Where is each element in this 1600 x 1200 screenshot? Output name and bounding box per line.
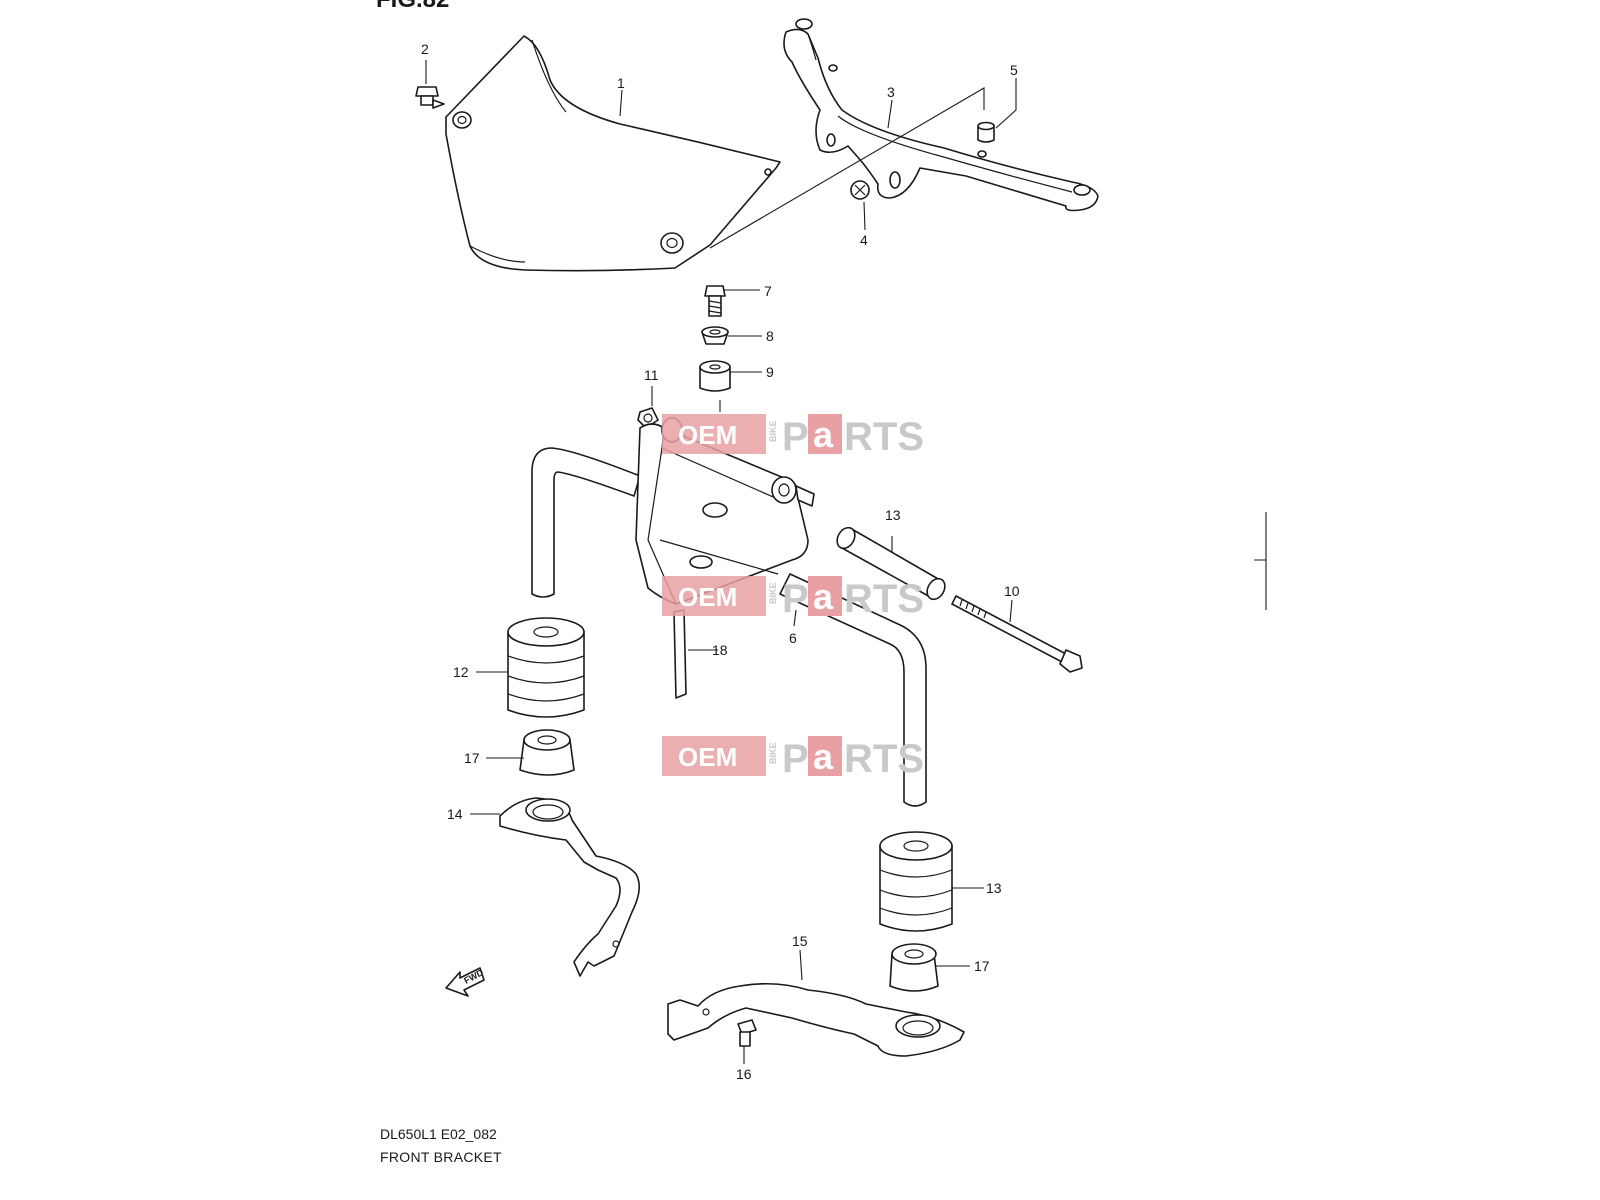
screw-part-4	[850, 180, 870, 200]
leader-lines	[425, 60, 1267, 1064]
callout-9: 9	[766, 364, 774, 380]
collar-part-11	[836, 526, 946, 601]
figure-title: FIG.82	[376, 0, 449, 14]
callout-6: 6	[789, 630, 797, 646]
callout-7: 7	[764, 283, 772, 299]
watermark-oem: OEM	[678, 742, 737, 772]
watermark-p: P	[782, 415, 809, 459]
callout-17-right: 17	[974, 958, 990, 974]
callout-13-left: 12	[453, 664, 469, 680]
watermark-a: a	[813, 414, 834, 455]
callout-1: 1	[617, 75, 625, 91]
lower-bracket-part-14	[499, 797, 640, 977]
callout-5: 5	[1010, 62, 1018, 78]
damper-part-13-right	[879, 831, 953, 932]
watermark-rts: RTS	[844, 577, 924, 621]
callout-12: 11	[644, 367, 659, 383]
callout-16: 16	[736, 1066, 752, 1082]
callout-3: 3	[887, 84, 895, 100]
washer-part-8	[701, 326, 729, 345]
upper-bracket-part-3	[783, 18, 1099, 212]
callout-17-left: 17	[464, 750, 480, 766]
cushion-part-17-right	[889, 943, 939, 992]
callout-18: 18	[712, 642, 728, 658]
strip-part-18	[673, 609, 687, 699]
callout-14: 14	[447, 806, 463, 822]
watermark-oem: OEM	[678, 582, 737, 612]
side-cover-part-1	[445, 35, 781, 272]
callout-10: 10	[1004, 583, 1020, 599]
watermark-middle: OEM BIKE P a RTS	[662, 576, 924, 621]
diagram-caption: FRONT BRACKET	[380, 1149, 502, 1165]
watermark-bike: BIKE	[768, 582, 778, 604]
bolt-part-16	[737, 1019, 757, 1047]
callout-15: 15	[792, 933, 808, 949]
watermark-rts: RTS	[844, 737, 924, 781]
watermark-bottom: OEM BIKE P a RTS	[662, 736, 924, 781]
bolt-part-7	[704, 285, 726, 317]
callout-4: 4	[860, 232, 868, 248]
callout-2: 2	[421, 41, 429, 57]
callout-numbers: 2 1 3 5 4 7 8 9 11 13 10 6 18 12 17 14 1…	[421, 41, 1020, 1082]
lower-bracket-part-15	[667, 982, 965, 1057]
watermark-p: P	[782, 577, 809, 621]
watermark-a: a	[813, 736, 834, 777]
front-bracket-part-6	[531, 417, 927, 807]
watermark-bike: BIKE	[768, 420, 778, 442]
long-bolt-part-10	[951, 595, 1083, 673]
watermark-oem: OEM	[678, 420, 737, 450]
model-code: DL650L1 E02_082	[380, 1126, 497, 1142]
damper-part-13-left	[507, 617, 585, 718]
fwd-direction-marker: FWD	[445, 967, 485, 997]
clip-part-2	[415, 86, 445, 109]
cap-part-5	[977, 121, 995, 143]
callout-8: 8	[766, 328, 774, 344]
callout-13-right: 13	[986, 880, 1002, 896]
watermark-bike: BIKE	[768, 742, 778, 764]
callout-11: 13	[885, 507, 901, 523]
watermark-p: P	[782, 737, 809, 781]
cushion-part-17-left	[519, 729, 575, 776]
watermark-rts: RTS	[844, 415, 924, 459]
grommet-part-9	[699, 360, 731, 392]
watermark-a: a	[813, 576, 834, 617]
watermark-top: OEM BIKE P a RTS	[662, 414, 924, 459]
